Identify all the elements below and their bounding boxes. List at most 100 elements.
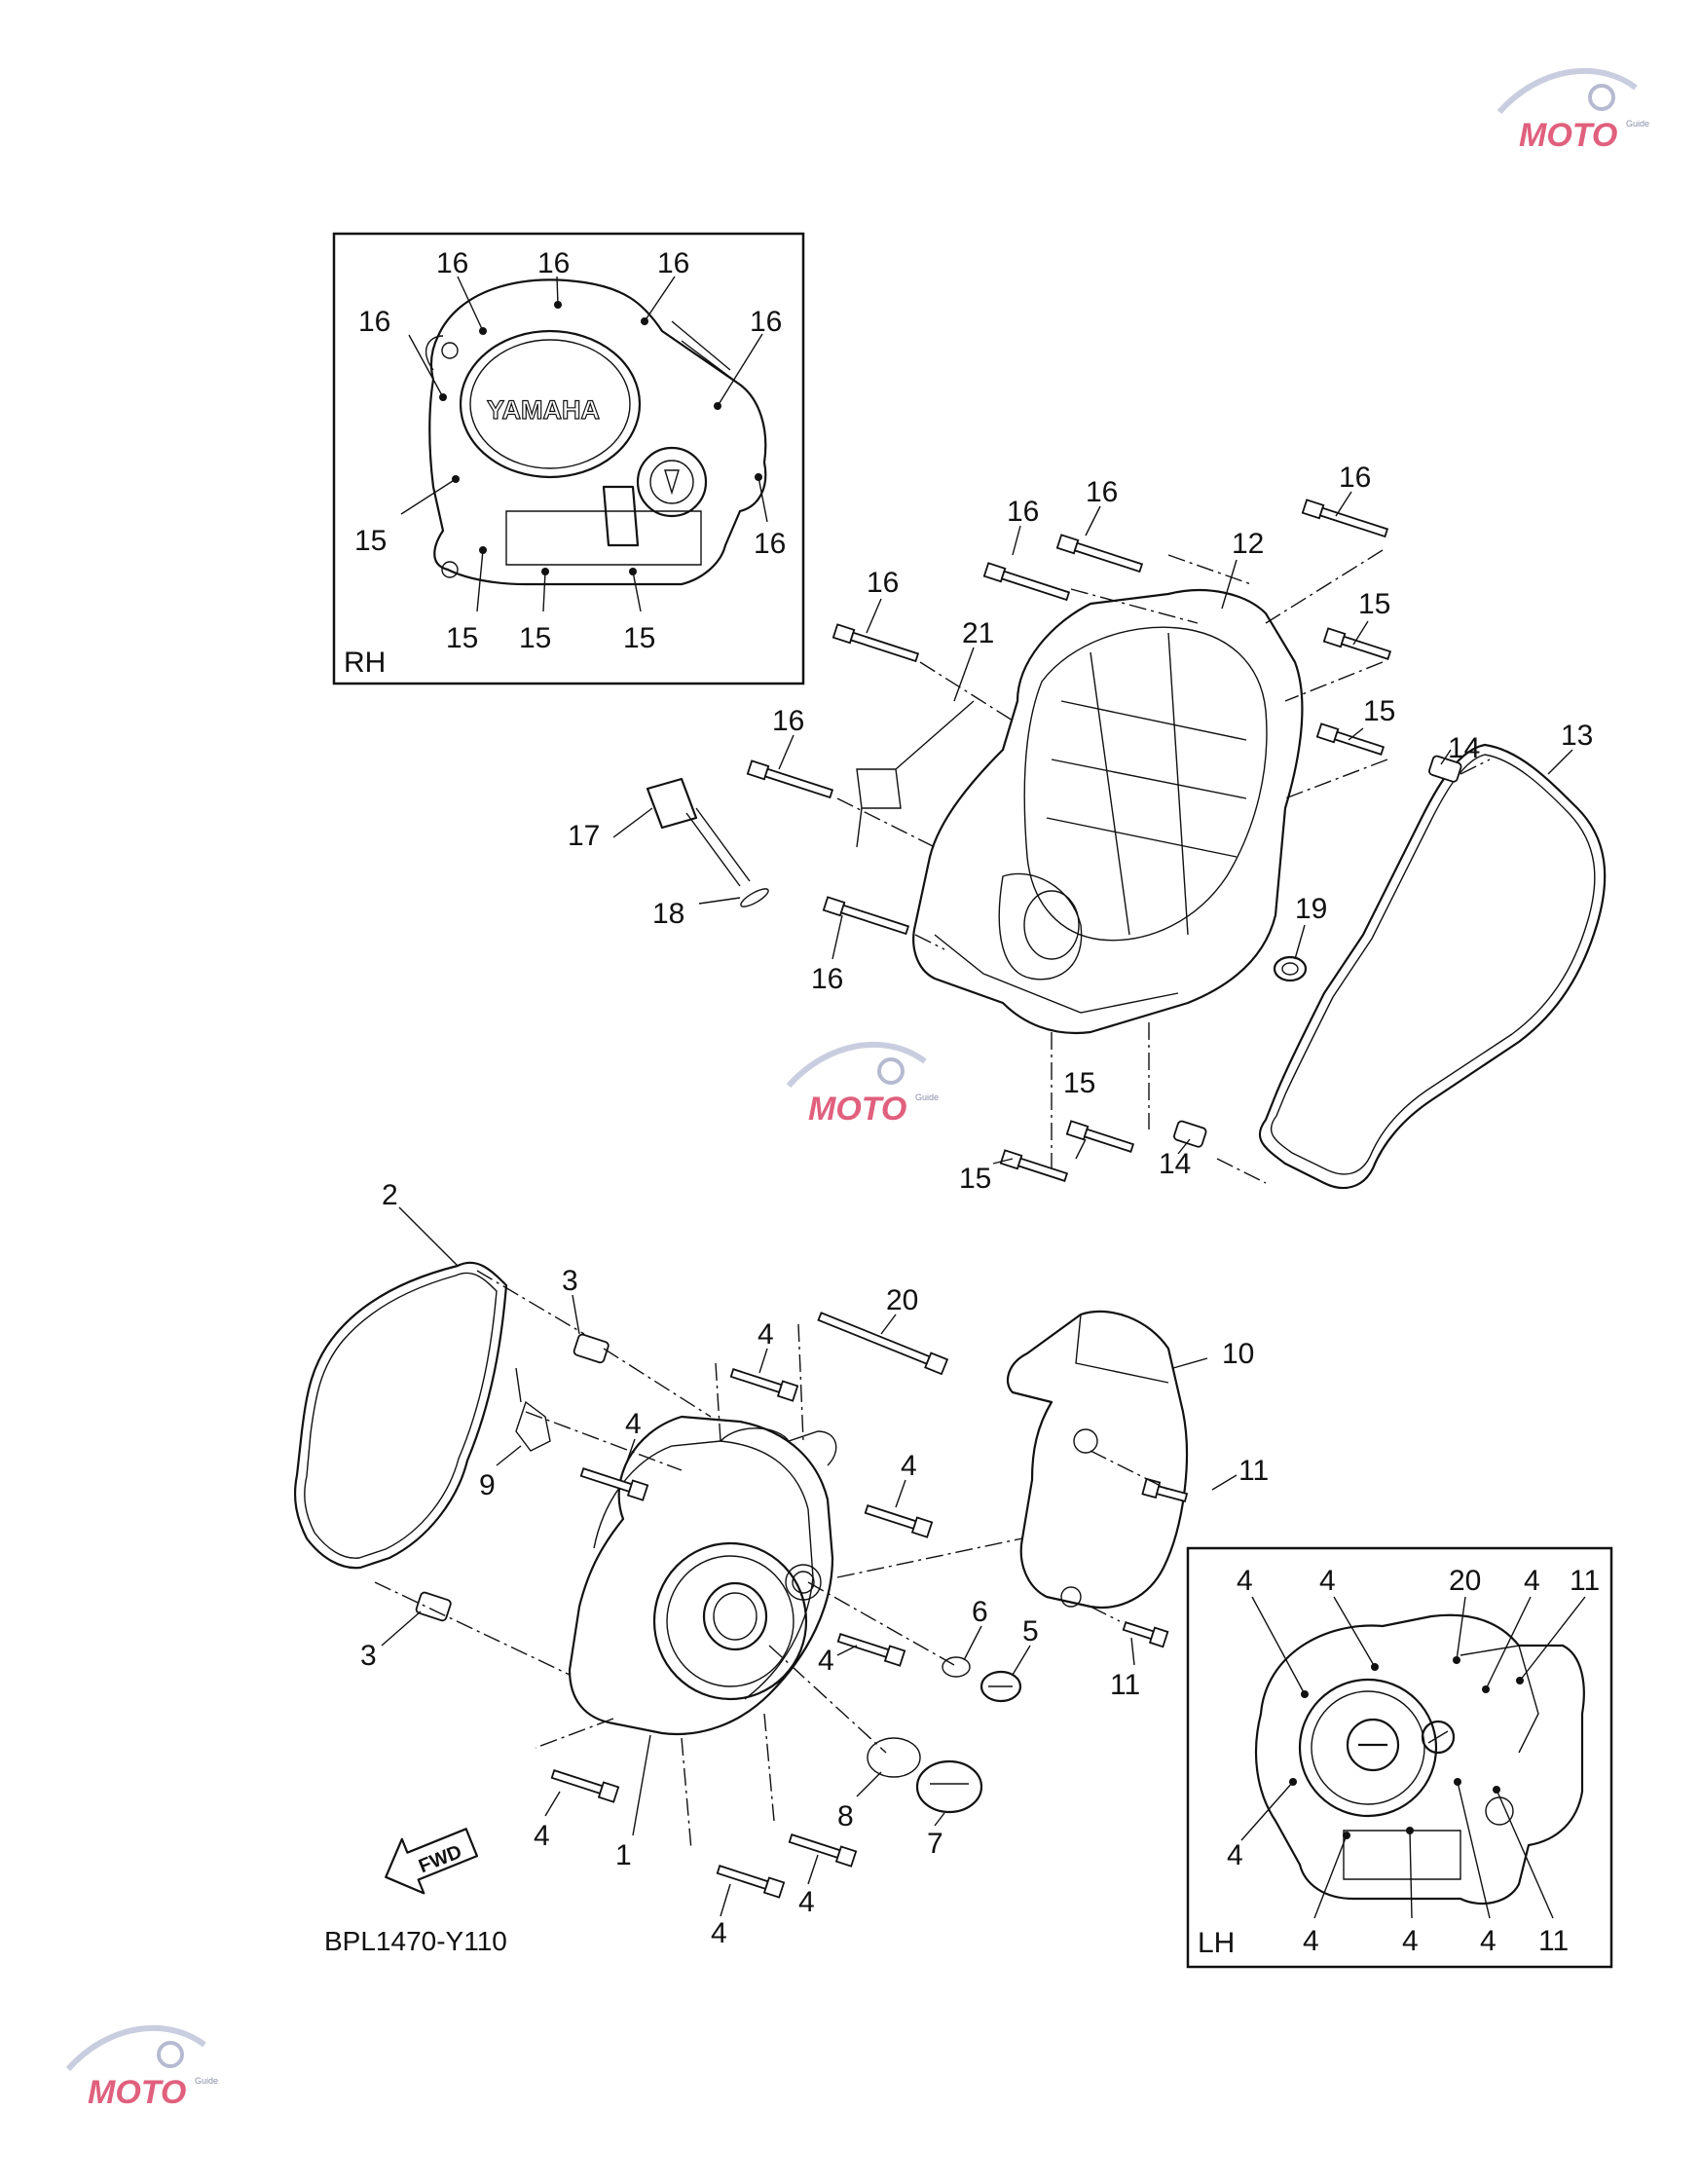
rh-oil-filler <box>636 446 708 518</box>
callout-4: 4 <box>1524 1565 1540 1597</box>
callout-1: 1 <box>615 1839 632 1871</box>
bolt-20[interactable] <box>817 1310 949 1376</box>
callout-16: 16 <box>754 528 786 560</box>
callout-20: 20 <box>1449 1565 1481 1597</box>
dipstick-17-rod <box>685 807 751 887</box>
upper-assembly: 16 16 16 16 12 15 21 16 15 14 13 17 18 1… <box>568 462 1607 1195</box>
generator-cover-1 <box>568 1415 834 1735</box>
watermark-text: MOTO <box>808 1091 906 1128</box>
callout-15: 15 <box>1063 1067 1095 1099</box>
callout-9: 9 <box>479 1469 496 1501</box>
bolt-4[interactable] <box>550 1766 620 1803</box>
callout-3: 3 <box>562 1265 578 1297</box>
callout-12: 12 <box>1232 528 1264 560</box>
lh-inset-frame <box>1186 1546 1613 1969</box>
callout-16: 16 <box>657 247 689 279</box>
callout-11: 11 <box>1570 1565 1600 1597</box>
callout-16: 16 <box>750 306 782 338</box>
rh-clutch-dome <box>459 329 642 479</box>
rh-oil-filler-inner <box>649 460 694 504</box>
generator-cover-inner <box>593 1440 814 1700</box>
callout-16: 16 <box>358 306 390 338</box>
lower-assembly: 2 3 20 4 10 4 9 4 11 4 3 6 5 11 8 7 1 4 … <box>293 1179 1269 1956</box>
callout-16: 16 <box>811 963 843 995</box>
rh-inset-frame <box>332 232 805 685</box>
cover-inner-rim <box>1023 626 1268 942</box>
callout-18: 18 <box>652 898 684 930</box>
watermark-bottom-left: MOTO Guide <box>65 2024 218 2111</box>
lh-lower-window <box>1343 1830 1461 1880</box>
bolt-11[interactable] <box>1122 1618 1169 1648</box>
callout-16: 16 <box>1339 462 1371 494</box>
rh-leaders <box>400 276 768 612</box>
callout-11: 11 <box>1110 1669 1140 1701</box>
callout-17: 17 <box>568 820 600 852</box>
watermark-text: MOTO <box>1519 117 1617 154</box>
callout-16: 16 <box>436 247 468 279</box>
callout-4: 4 <box>1480 1925 1497 1957</box>
bolt-4[interactable] <box>716 1862 786 1899</box>
bolt-16[interactable] <box>746 759 834 800</box>
bolt-16[interactable] <box>832 623 920 664</box>
fwd-arrow: FWD <box>385 1828 479 1895</box>
bolt-16[interactable] <box>982 562 1071 603</box>
callout-14: 14 <box>1448 732 1480 764</box>
o-ring-6 <box>942 1656 971 1678</box>
callout-5: 5 <box>1022 1615 1039 1647</box>
sprocket-cover-10 <box>1006 1310 1188 1610</box>
dowel-3 <box>415 1591 452 1622</box>
bolt-15[interactable] <box>999 1149 1069 1183</box>
lh-leaders <box>1240 1596 1586 1919</box>
callout-15: 15 <box>623 622 655 654</box>
callout-15: 15 <box>1363 695 1395 727</box>
callout-3: 3 <box>360 1640 377 1672</box>
rh-dipstick-tube <box>602 485 640 547</box>
diagram-code: BPL1470-Y110 <box>324 1926 507 1956</box>
rh-ribs <box>671 320 741 386</box>
callout-19: 19 <box>1295 893 1327 925</box>
watermark-text: MOTO <box>88 2074 186 2111</box>
callout-6: 6 <box>972 1596 988 1628</box>
gasket-2 <box>293 1261 508 1570</box>
callout-4: 4 <box>625 1408 642 1440</box>
bolt-4[interactable] <box>579 1464 649 1501</box>
generator-center-bore <box>702 1581 768 1651</box>
rh-filler-cap-mark <box>664 469 680 496</box>
bolt-15[interactable] <box>1322 627 1392 661</box>
rh-cover-outline <box>428 278 767 586</box>
callout-2: 2 <box>382 1179 398 1211</box>
callout-4: 4 <box>901 1450 917 1482</box>
callout-4: 4 <box>1227 1839 1243 1871</box>
bolt-4[interactable] <box>864 1501 934 1538</box>
bolt-15[interactable] <box>1065 1120 1135 1154</box>
bolt-4[interactable] <box>836 1630 906 1667</box>
callout-16: 16 <box>1086 476 1118 508</box>
bolt-4[interactable] <box>788 1831 858 1868</box>
bolt-16[interactable] <box>1055 534 1144 574</box>
callout-11: 11 <box>1538 1925 1569 1957</box>
callout-4: 4 <box>798 1886 815 1918</box>
callout-14: 14 <box>1159 1148 1191 1180</box>
lh-cover-outline <box>1254 1613 1585 1906</box>
callout-4: 4 <box>1319 1565 1336 1597</box>
o-ring-18 <box>740 888 769 907</box>
dowel-14 <box>1173 1120 1207 1148</box>
callout-4: 4 <box>1303 1925 1319 1957</box>
sprocket-cover-edge <box>1075 1314 1169 1384</box>
lh-callouts: 4 4 20 4 11 4 4 4 4 11 <box>1227 1565 1600 1957</box>
callout-8: 8 <box>837 1800 854 1832</box>
bolt-15[interactable] <box>1315 722 1386 757</box>
callout-15: 15 <box>519 622 551 654</box>
rh-lower-window <box>505 510 702 566</box>
lh-sprocket-edge <box>1460 1645 1539 1754</box>
bolt-4[interactable] <box>729 1365 799 1402</box>
watermark-subtext: Guide <box>195 2076 218 2086</box>
bolt-16[interactable] <box>1301 499 1389 539</box>
rh-lug-top-left <box>425 335 444 371</box>
bolt-11[interactable] <box>1141 1477 1189 1505</box>
bolt-16[interactable] <box>822 896 910 937</box>
dowel-3 <box>573 1333 610 1364</box>
generator-top-lugs <box>720 1427 837 1466</box>
lower-bolts[interactable] <box>550 1310 1189 1899</box>
